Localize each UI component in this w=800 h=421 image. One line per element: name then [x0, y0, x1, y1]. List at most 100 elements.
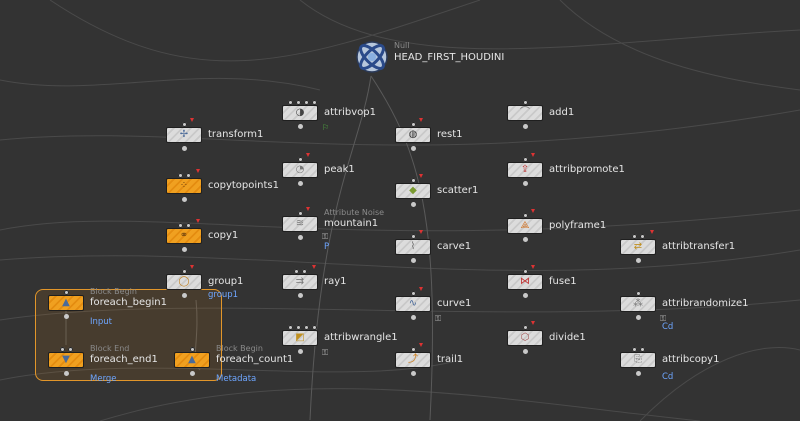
- node-polyframe1[interactable]: ⟁ polyframe1: [507, 209, 606, 260]
- output-port[interactable]: [411, 258, 416, 263]
- input-port[interactable]: [640, 347, 645, 352]
- output-port[interactable]: [298, 349, 303, 354]
- node-body[interactable]: ⁂: [620, 296, 656, 312]
- output-port[interactable]: [298, 235, 303, 240]
- input-port[interactable]: [411, 347, 416, 352]
- input-port[interactable]: [186, 223, 191, 228]
- input-port[interactable]: [288, 100, 293, 105]
- null-node-head[interactable]: Null HEAD_FIRST_HOUDINI: [352, 38, 504, 76]
- output-port[interactable]: [298, 181, 303, 186]
- node-body[interactable]: ◆: [395, 183, 431, 199]
- node-foreach-count1[interactable]: ▲ Block Begin foreach_count1 Metadata: [174, 344, 293, 394]
- output-port[interactable]: [182, 146, 187, 151]
- output-port[interactable]: [523, 349, 528, 354]
- output-port[interactable]: [190, 371, 195, 376]
- node-body[interactable]: ▼: [48, 352, 84, 368]
- node-body[interactable]: ⚭: [166, 228, 202, 244]
- output-port[interactable]: [298, 293, 303, 298]
- input-port[interactable]: [411, 291, 416, 296]
- input-port[interactable]: [636, 291, 641, 296]
- node-body[interactable]: ⌇: [395, 239, 431, 255]
- output-port[interactable]: [636, 315, 641, 320]
- output-port[interactable]: [64, 371, 69, 376]
- node-divide1[interactable]: ⬡ divide1: [507, 321, 586, 372]
- node-copytopoints1[interactable]: ⁘ copytopoints1: [166, 169, 279, 220]
- input-port[interactable]: [296, 325, 301, 330]
- output-port[interactable]: [411, 315, 416, 320]
- output-port[interactable]: [636, 371, 641, 376]
- input-port[interactable]: [64, 290, 69, 295]
- node-body[interactable]: ▲: [174, 352, 210, 368]
- input-port[interactable]: [411, 234, 416, 239]
- output-port[interactable]: [64, 314, 69, 319]
- input-port[interactable]: [640, 234, 645, 239]
- node-body[interactable]: ⤴: [395, 352, 431, 368]
- output-port[interactable]: [523, 237, 528, 242]
- node-transform1[interactable]: ✢ transform1: [166, 118, 263, 169]
- input-port[interactable]: [312, 100, 317, 105]
- output-port[interactable]: [523, 293, 528, 298]
- node-carve1[interactable]: ⌇ carve1: [395, 230, 471, 281]
- output-port[interactable]: [182, 293, 187, 298]
- input-port[interactable]: [68, 347, 73, 352]
- node-body[interactable]: ▲: [48, 295, 84, 311]
- output-port[interactable]: [182, 197, 187, 202]
- input-port[interactable]: [178, 173, 183, 178]
- input-port[interactable]: [186, 173, 191, 178]
- node-mountain1[interactable]: ≋ Attribute Noise mountain1 ⚿ P: [282, 207, 384, 258]
- node-body[interactable]: ◍: [395, 127, 431, 143]
- node-body[interactable]: ◔: [282, 162, 318, 178]
- input-port[interactable]: [302, 269, 307, 274]
- node-group1[interactable]: ◯ group1 group1: [166, 265, 243, 316]
- node-trail1[interactable]: ⤴ trail1: [395, 343, 463, 394]
- node-attribtransfer1[interactable]: ⇄ attribtransfer1: [620, 230, 735, 281]
- node-body[interactable]: ⇉: [282, 274, 318, 290]
- output-port[interactable]: [411, 202, 416, 207]
- node-foreach-begin1[interactable]: ▲ Block Begin foreach_begin1 Input: [48, 287, 167, 337]
- node-copy1[interactable]: ⚭ copy1: [166, 219, 238, 270]
- node-add1[interactable]: ⌒ add1: [507, 97, 574, 147]
- node-attribvop1[interactable]: ◑ attribvop1 ⚐: [282, 97, 376, 147]
- input-port[interactable]: [60, 347, 65, 352]
- node-body[interactable]: ⌒: [507, 105, 543, 121]
- node-body[interactable]: ⇪: [507, 162, 543, 178]
- node-peak1[interactable]: ◔ peak1: [282, 153, 355, 204]
- input-port[interactable]: [296, 100, 301, 105]
- node-fuse1[interactable]: ⋈ fuse1: [507, 265, 577, 316]
- node-body[interactable]: ⋈: [507, 274, 543, 290]
- input-port[interactable]: [523, 213, 528, 218]
- input-port[interactable]: [288, 325, 293, 330]
- output-port[interactable]: [298, 124, 303, 129]
- node-body[interactable]: ∿: [395, 296, 431, 312]
- node-body[interactable]: ◩: [282, 330, 318, 346]
- node-body[interactable]: ⎘: [620, 352, 656, 368]
- node-attribpromote1[interactable]: ⇪ attribpromote1: [507, 153, 625, 204]
- node-attribrandomize1[interactable]: ⁂ attribrandomize1 ⚿ Cd: [620, 288, 749, 338]
- input-port[interactable]: [182, 269, 187, 274]
- input-port[interactable]: [632, 234, 637, 239]
- output-port[interactable]: [411, 146, 416, 151]
- input-port[interactable]: [523, 269, 528, 274]
- output-port[interactable]: [523, 124, 528, 129]
- output-port[interactable]: [182, 247, 187, 252]
- node-attribcopy1[interactable]: ⎘ attribcopy1 Cd: [620, 344, 719, 394]
- input-port[interactable]: [312, 325, 317, 330]
- output-port[interactable]: [523, 181, 528, 186]
- input-port[interactable]: [190, 347, 195, 352]
- input-port[interactable]: [182, 122, 187, 127]
- output-port[interactable]: [411, 371, 416, 376]
- node-rest1[interactable]: ◍ rest1: [395, 118, 463, 169]
- node-scatter1[interactable]: ◆ scatter1: [395, 174, 478, 225]
- node-attribwrangle1[interactable]: ◩ attribwrangle1 ⚿: [282, 322, 398, 372]
- input-port[interactable]: [304, 325, 309, 330]
- node-ray1[interactable]: ⇉ ray1: [282, 265, 347, 316]
- input-port[interactable]: [523, 325, 528, 330]
- input-port[interactable]: [294, 269, 299, 274]
- node-body[interactable]: ⁘: [166, 178, 202, 194]
- node-body[interactable]: ◑: [282, 105, 318, 121]
- node-curve1[interactable]: ∿ curve1 ⚿: [395, 287, 471, 338]
- node-body[interactable]: ✢: [166, 127, 202, 143]
- node-body[interactable]: ⬡: [507, 330, 543, 346]
- node-body[interactable]: ≋: [282, 216, 318, 232]
